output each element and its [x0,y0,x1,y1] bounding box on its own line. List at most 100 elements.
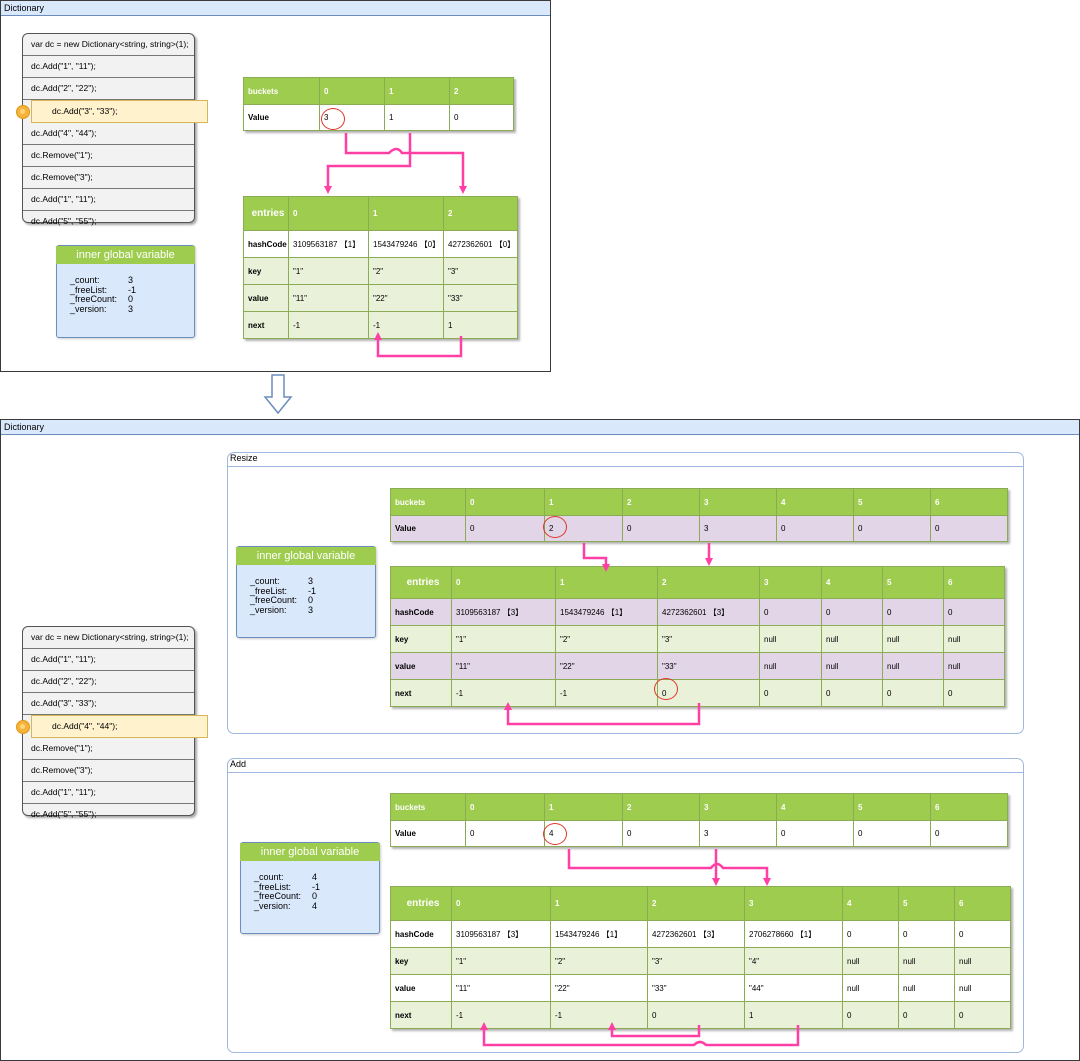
table-header-label: buckets [390,488,466,516]
code-list: var dc = new Dictionary<string, string>(… [16,34,208,232]
code-text: dc.Add("1", "11"); [31,194,96,204]
code-line: dc.Add("1", "11"); [23,649,194,671]
entry-cell: 0 [898,920,955,948]
index-header: 0 [319,77,385,105]
resize-group-title: Resize [230,453,258,463]
globals-title: inner global variable [56,246,195,264]
globals-list: _count:4_freeList:-1_freeCount:0_version… [241,861,379,911]
entry-cell: 0 [943,598,1005,626]
code-text: dc.Remove("1"); [31,150,93,160]
index-header: 1 [368,196,444,231]
global-variable: _version:3 [250,604,375,616]
code-text: dc.Remove("1"); [31,743,93,753]
index-header: 0 [451,566,556,599]
code-text: dc.Add("4", "44"); [52,721,118,731]
index-header: 2 [443,196,518,231]
variable-value: 0 [308,595,314,605]
index-header: 4 [776,793,854,821]
row-label: Value [390,820,466,847]
code-line-current: dc.Add("4", "44"); [16,715,208,738]
variable-name: _version: [250,604,287,615]
table-row: value"11""22""33" [243,284,518,312]
variable-value: 3 [128,275,134,285]
variable-name: _count: [250,576,280,586]
code-text: dc.Add("2", "22"); [31,676,97,686]
bucket-value: 0 [930,515,1008,542]
index-header: 1 [384,77,450,105]
entry-cell: 1 [744,1001,843,1029]
variable-value: 3 [128,303,134,314]
row-label: hashCode [243,230,289,258]
code-line: dc.Remove("1"); [23,738,194,760]
index-header: 4 [821,566,883,599]
row-label: Value [243,104,320,131]
bucket-value: 0 [465,515,545,542]
highlight-circle [321,108,345,130]
globals-title: inner global variable [236,547,376,565]
globals-box-resize: inner global variable _count:3_freeList:… [236,546,376,638]
index-header: 2 [622,488,700,516]
entry-cell: -1 [550,1001,648,1029]
entry-cell: "11" [451,652,556,680]
variable-name: _freeCount: [254,891,302,901]
entry-cell: null [821,652,883,680]
global-variable: _version:4 [254,900,379,912]
code-text: dc.Add("3", "33"); [52,106,118,116]
entry-cell: "11" [288,284,369,312]
table-header-label: entries [390,566,452,599]
entry-cell: "3" [657,625,760,653]
code-panel-bottom: var dc = new Dictionary<string, string>(… [16,626,208,819]
index-header: 3 [744,886,843,921]
entry-cell: null [759,625,822,653]
entry-cell: null [954,947,1011,975]
index-header: 6 [930,488,1008,516]
code-text: dc.Add("4", "44"); [31,128,97,138]
entry-cell: "33" [657,652,760,680]
bucket-value: 0 [853,515,931,542]
entry-cell: 3109563187 【3】 [451,598,556,626]
code-line: dc.Remove("3"); [23,760,194,782]
row-label: next [243,311,289,339]
row-label: hashCode [390,920,452,948]
entry-cell: "1" [451,625,556,653]
index-header: 1 [555,566,658,599]
index-header: 6 [930,793,1008,821]
entry-cell: 3109563187 【3】 [451,920,551,948]
variable-value: 4 [312,900,318,911]
entry-cell: 1543479246 【1】 [555,598,658,626]
entry-cell: 0 [759,679,822,707]
code-line: dc.Add("5", "55"); [23,211,194,232]
add-group-title: Add [230,759,247,769]
breakpoint-icon [16,720,30,734]
entry-cell: 0 [647,1001,745,1029]
row-label: next [390,679,452,707]
entry-cell: 0 [898,1001,955,1029]
code-text: dc.Add("5", "55"); [31,216,97,226]
code-line: dc.Remove("1"); [23,145,194,167]
global-variable: _freeList:-1 [250,586,375,597]
group-divider [228,466,1023,467]
code-text: dc.Add("2", "22"); [31,83,97,93]
entry-cell: null [821,625,883,653]
row-label: key [390,625,452,653]
entry-cell: "2" [368,257,444,285]
variable-name: _freeCount: [70,294,118,304]
index-header: 2 [622,793,700,821]
code-line: dc.Add("4", "44"); [23,123,194,145]
code-line: dc.Remove("3"); [23,167,194,189]
index-header: 0 [465,793,545,821]
bucket-value: 0 [776,515,854,542]
bucket-value: 0 [776,820,854,847]
entry-cell: -1 [368,311,444,339]
entry-cell: "11" [451,974,551,1002]
variable-name: _count: [254,872,284,882]
table-row: key"1""2""3" [243,257,518,285]
